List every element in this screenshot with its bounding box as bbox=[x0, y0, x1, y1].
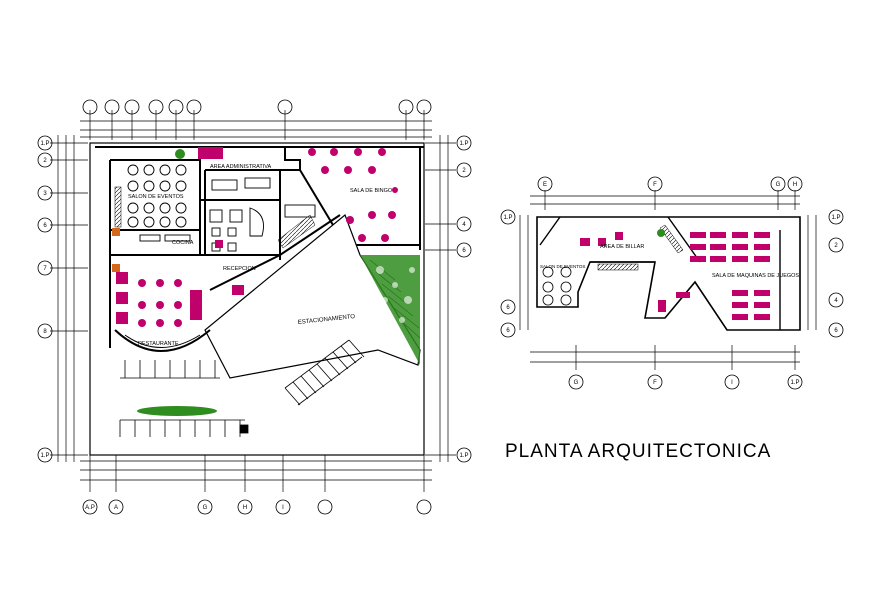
label-recepcion: RECEPCION bbox=[223, 266, 256, 272]
axis-label-3: 3 bbox=[43, 191, 47, 197]
axis-label-7: 7 bbox=[43, 266, 47, 272]
right-dimension-lines bbox=[425, 135, 456, 462]
axis-label-1p-top: 1.P bbox=[40, 141, 49, 147]
tree-symbol bbox=[175, 149, 185, 159]
upper-axis-h: H bbox=[793, 182, 797, 188]
bingo-tables bbox=[308, 148, 398, 242]
site-boundary bbox=[89, 142, 425, 456]
axis-label-bottom-i: I bbox=[282, 505, 284, 511]
upper-axis-g: G bbox=[776, 182, 781, 188]
axis-label-right-1p: 1.P bbox=[459, 141, 468, 147]
drawing-title: PLANTA ARQUITECTONICA bbox=[505, 441, 772, 462]
axis-label-bottom-ap: A.P bbox=[85, 505, 95, 511]
axis-label-right-1p-bottom: 1.P bbox=[459, 453, 468, 459]
label-sala-de-bingo: SALA DE BINGO bbox=[350, 188, 393, 194]
axis-label-6: 6 bbox=[43, 223, 47, 229]
ground-floor-plan: AREA ADMINISTRATIVA SALON DE EVENTOS COC… bbox=[37, 99, 472, 515]
axis-bubbles-bottom bbox=[82, 499, 432, 515]
bottom-dimension-lines bbox=[80, 455, 432, 492]
upper-axis-left-1p: 1.P bbox=[503, 215, 512, 221]
upper-axis-bottom-i: I bbox=[731, 380, 733, 386]
axis-label-right-4: 4 bbox=[462, 222, 466, 228]
salon-eventos-tables bbox=[127, 164, 187, 228]
upper-axis-e: E bbox=[543, 182, 547, 188]
bottom-parking-row bbox=[119, 419, 249, 437]
axis-label-8: 8 bbox=[43, 329, 47, 335]
upper-axis-right-2: 2 bbox=[834, 243, 838, 249]
axis-label-bottom-a: A bbox=[114, 505, 118, 511]
upper-walls bbox=[539, 216, 781, 330]
axis-label-1p-bottom: 1.P bbox=[40, 453, 49, 459]
garden-area bbox=[360, 255, 420, 365]
axis-label-bottom-g: G bbox=[203, 505, 208, 511]
upper-axis-left-6a: 6 bbox=[506, 305, 510, 311]
axis-label-bottom-h: H bbox=[243, 505, 247, 511]
axis-label-2: 2 bbox=[43, 158, 47, 164]
upper-axis-bottom-g: G bbox=[574, 380, 579, 386]
upper-axis-bubbles bbox=[500, 176, 844, 390]
label-upper-salon-de-eventos: SALON DE EVENTOS bbox=[540, 264, 585, 269]
left-parking-row bbox=[120, 360, 220, 379]
restaurant-curve bbox=[114, 329, 211, 352]
hatched-elements bbox=[114, 186, 316, 249]
axis-label-right-2: 2 bbox=[462, 168, 466, 174]
axis-bubbles-right bbox=[456, 135, 472, 463]
label-sala-de-maquinas: SALA DE MAQUINAS DE JUEGOS bbox=[712, 273, 799, 279]
orange-markers bbox=[112, 228, 120, 272]
upper-axis-right-4: 4 bbox=[834, 298, 838, 304]
upper-axis-bottom-f: F bbox=[653, 380, 657, 386]
upper-tree-symbol bbox=[657, 229, 665, 237]
upper-axis-right-1p: 1.P bbox=[831, 215, 840, 221]
top-dimension-lines bbox=[80, 110, 432, 140]
garden-trees bbox=[376, 266, 415, 323]
upper-salon-tables bbox=[542, 266, 572, 306]
left-dimension-lines bbox=[50, 135, 88, 462]
label-salon-de-eventos: SALON DE EVENTOS bbox=[128, 194, 184, 200]
label-area-administrativa: AREA ADMINISTRATIVA bbox=[210, 164, 272, 170]
upper-axis-f: F bbox=[653, 182, 657, 188]
upper-axis-right-6: 6 bbox=[834, 328, 838, 334]
axis-label-right-6: 6 bbox=[462, 248, 466, 254]
upper-axis-labels: E F G H G F I 1.P 1.P 6 6 1.P 2 4 6 bbox=[503, 182, 840, 386]
axis-bubbles-top bbox=[82, 99, 432, 115]
axis-bubbles-left bbox=[37, 135, 53, 463]
upper-hatched bbox=[597, 224, 684, 271]
building-walls bbox=[95, 146, 424, 348]
label-area-de-billar: AREA DE BILLAR bbox=[600, 244, 644, 250]
upper-axis-left-6b: 6 bbox=[506, 328, 510, 334]
upper-floor-plan: AREA DE BILLAR SALON DE EVENTOS SALA DE … bbox=[500, 176, 844, 390]
restaurant-tables bbox=[116, 147, 244, 327]
game-machines bbox=[580, 232, 770, 320]
axis-labels: 2 3 6 7 8 1.P 1.P 1.P 2 4 6 1.P A.P A G … bbox=[40, 141, 468, 511]
upper-dimension-lines bbox=[519, 190, 817, 370]
upper-axis-bottom-1p: 1.P bbox=[790, 380, 799, 386]
hedge bbox=[137, 406, 217, 416]
label-cocina: COCINA bbox=[172, 240, 194, 246]
label-restaurante: RESTAURANTE bbox=[138, 341, 179, 347]
